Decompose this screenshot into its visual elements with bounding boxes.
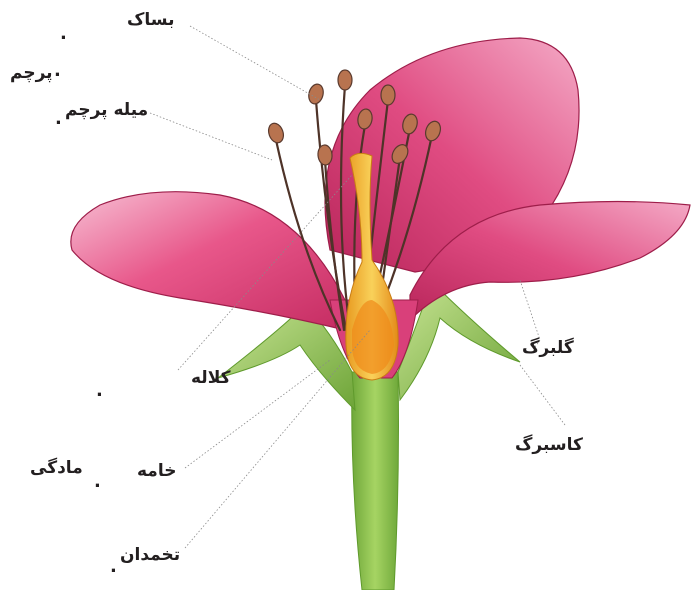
blank-dot-3: . <box>55 110 62 128</box>
label-stamen: پرچم <box>10 65 53 82</box>
label-style: خامه <box>137 463 176 480</box>
label-petal: گلبرگ <box>522 340 574 357</box>
left-petal <box>71 192 345 330</box>
label-sepal: کاسبرگ <box>515 437 583 454</box>
label-stigma: کلاله <box>191 370 231 387</box>
blank-dot-4: . <box>96 382 103 400</box>
label-filament: میله پرچم <box>65 102 148 119</box>
label-ovary: تخمدان <box>120 547 180 564</box>
blank-dot-1: . <box>60 25 67 43</box>
label-pistil: مادگی <box>30 460 83 477</box>
blank-dot-6: . <box>110 558 117 576</box>
blank-dot-5: . <box>94 473 101 491</box>
stem <box>352 372 399 590</box>
label-anther: بساک <box>127 12 174 29</box>
blank-dot-2: . <box>54 62 61 80</box>
